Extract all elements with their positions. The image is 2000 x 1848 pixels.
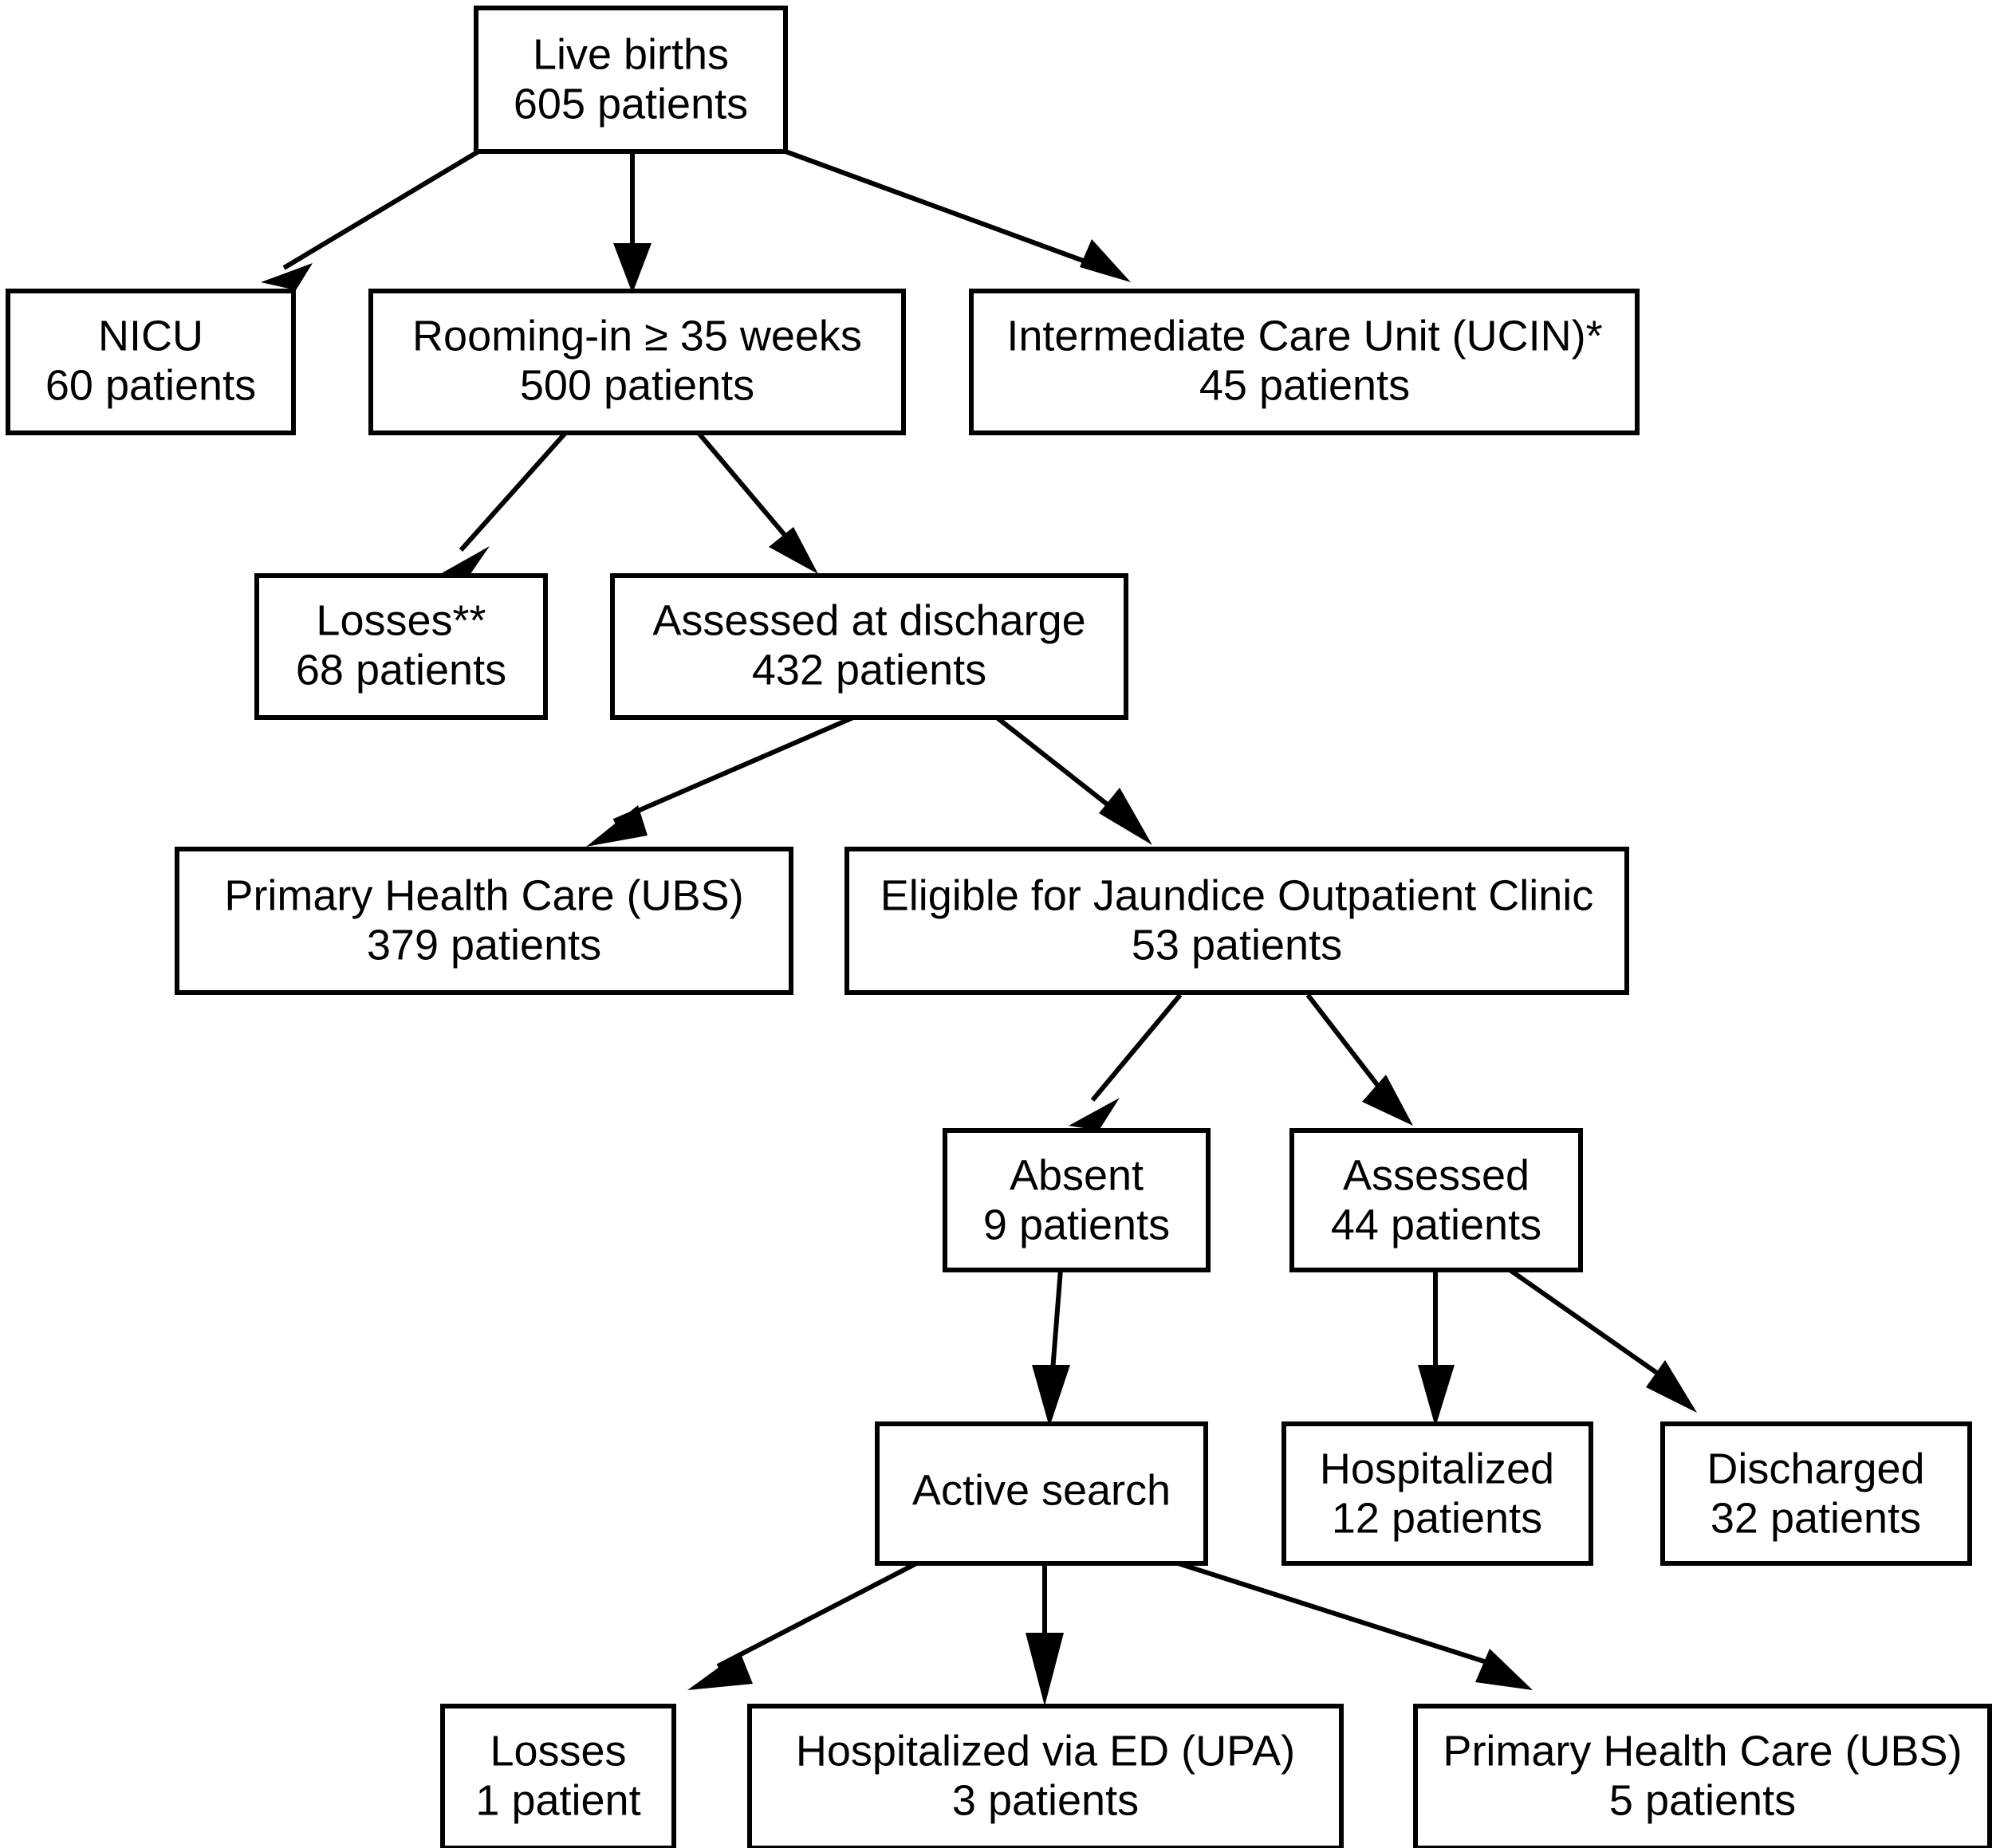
node-live-births-line1: Live births [533, 30, 729, 78]
edge-rooming-in-to-assessed-discharge [695, 431, 818, 574]
edge-active-search-to-ubs [1170, 1559, 1533, 1690]
node-ubs-search-line2: 5 patients [1609, 1776, 1796, 1824]
node-ubs-discharge-line1: Primary Health Care (UBS) [224, 871, 743, 919]
node-absent-line2: 9 patients [983, 1201, 1170, 1248]
node-eligible-jaundice-line1: Eligible for Jaundice Outpatient Clinic [880, 871, 1593, 919]
node-rooming-in-line2: 500 patients [520, 361, 754, 409]
node-ubs-search[interactable]: Primary Health Care (UBS) 5 patients [1413, 1704, 1992, 1848]
node-losses-rooming-line2: 68 patients [296, 646, 506, 694]
node-losses-search-line2: 1 patient [475, 1776, 640, 1824]
edge-assessed-discharge-to-ubs [586, 715, 855, 847]
node-assessed-discharge[interactable]: Assessed at discharge 432 patients [610, 573, 1128, 720]
node-ucin[interactable]: Intermediate Care Unit (UCIN)* 45 patien… [969, 289, 1640, 435]
edge-live-births-to-rooming-in [613, 151, 652, 293]
node-nicu-line2: 60 patients [45, 361, 256, 409]
edge-active-search-to-losses [687, 1559, 923, 1690]
edge-assessed-to-hospitalized [1418, 1269, 1455, 1427]
edge-active-search-to-hospitalized-ed [1026, 1561, 1064, 1706]
node-ucin-line2: 45 patients [1199, 361, 1410, 409]
node-absent[interactable]: Absent 9 patients [943, 1128, 1211, 1272]
node-active-search-line1: Active search [912, 1466, 1171, 1514]
edge-eligible-to-absent [1069, 993, 1183, 1130]
node-losses-search[interactable]: Losses 1 patient [440, 1704, 676, 1848]
node-ubs-search-line1: Primary Health Care (UBS) [1443, 1727, 1962, 1775]
node-assessed-discharge-line2: 432 patients [752, 646, 986, 694]
edge-eligible-to-assessed [1305, 993, 1413, 1126]
node-discharged-line1: Discharged [1707, 1445, 1924, 1492]
node-active-search[interactable]: Active search [875, 1421, 1208, 1566]
node-eligible-jaundice[interactable]: Eligible for Jaundice Outpatient Clinic … [844, 847, 1629, 995]
node-live-births-line2: 605 patients [514, 80, 748, 128]
edge-assessed-discharge-to-eligible [995, 715, 1152, 845]
edge-live-births-to-ucin [784, 149, 1131, 282]
node-hospitalized-line1: Hospitalized [1320, 1445, 1554, 1492]
node-absent-line1: Absent [1010, 1151, 1144, 1199]
node-hospitalized-ed-line2: 3 patients [952, 1776, 1139, 1824]
node-losses-search-line1: Losses [490, 1727, 626, 1775]
node-nicu-line1: NICU [98, 312, 203, 360]
edge-rooming-in-to-losses [440, 431, 569, 580]
node-ucin-line1: Intermediate Care Unit (UCIN)* [1006, 312, 1602, 360]
node-assessed-clinic[interactable]: Assessed 44 patients [1289, 1128, 1583, 1272]
node-live-births[interactable]: Live births 605 patients [474, 6, 788, 154]
edge-live-births-to-nicu [261, 149, 480, 290]
node-eligible-jaundice-line2: 53 patients [1132, 921, 1342, 969]
node-assessed-discharge-line1: Assessed at discharge [652, 596, 1085, 644]
node-hospitalized-ed[interactable]: Hospitalized via ED (UPA) 3 patients [747, 1704, 1344, 1848]
node-hospitalized-ed-line1: Hospitalized via ED (UPA) [796, 1727, 1295, 1775]
node-hospitalized-line2: 12 patients [1332, 1494, 1542, 1542]
edge-assessed-to-discharged [1507, 1267, 1697, 1413]
node-assessed-clinic-line2: 44 patients [1331, 1201, 1541, 1248]
node-rooming-in-line1: Rooming-in ≥ 35 weeks [412, 312, 862, 360]
node-ubs-discharge-line2: 379 patients [367, 921, 601, 969]
node-losses-rooming[interactable]: Losses** 68 patients [254, 573, 548, 720]
node-rooming-in[interactable]: Rooming-in ≥ 35 weeks 500 patients [368, 289, 906, 435]
node-nicu[interactable]: NICU 60 patients [6, 289, 296, 435]
node-ubs-discharge[interactable]: Primary Health Care (UBS) 379 patients [175, 847, 793, 995]
node-discharged[interactable]: Discharged 32 patients [1660, 1421, 1972, 1566]
node-assessed-clinic-line1: Assessed [1343, 1151, 1530, 1199]
node-hospitalized[interactable]: Hospitalized 12 patients [1281, 1421, 1593, 1566]
edge-absent-to-active-search [1032, 1268, 1070, 1427]
node-discharged-line2: 32 patients [1711, 1494, 1921, 1542]
node-losses-rooming-line1: Losses** [316, 596, 486, 644]
